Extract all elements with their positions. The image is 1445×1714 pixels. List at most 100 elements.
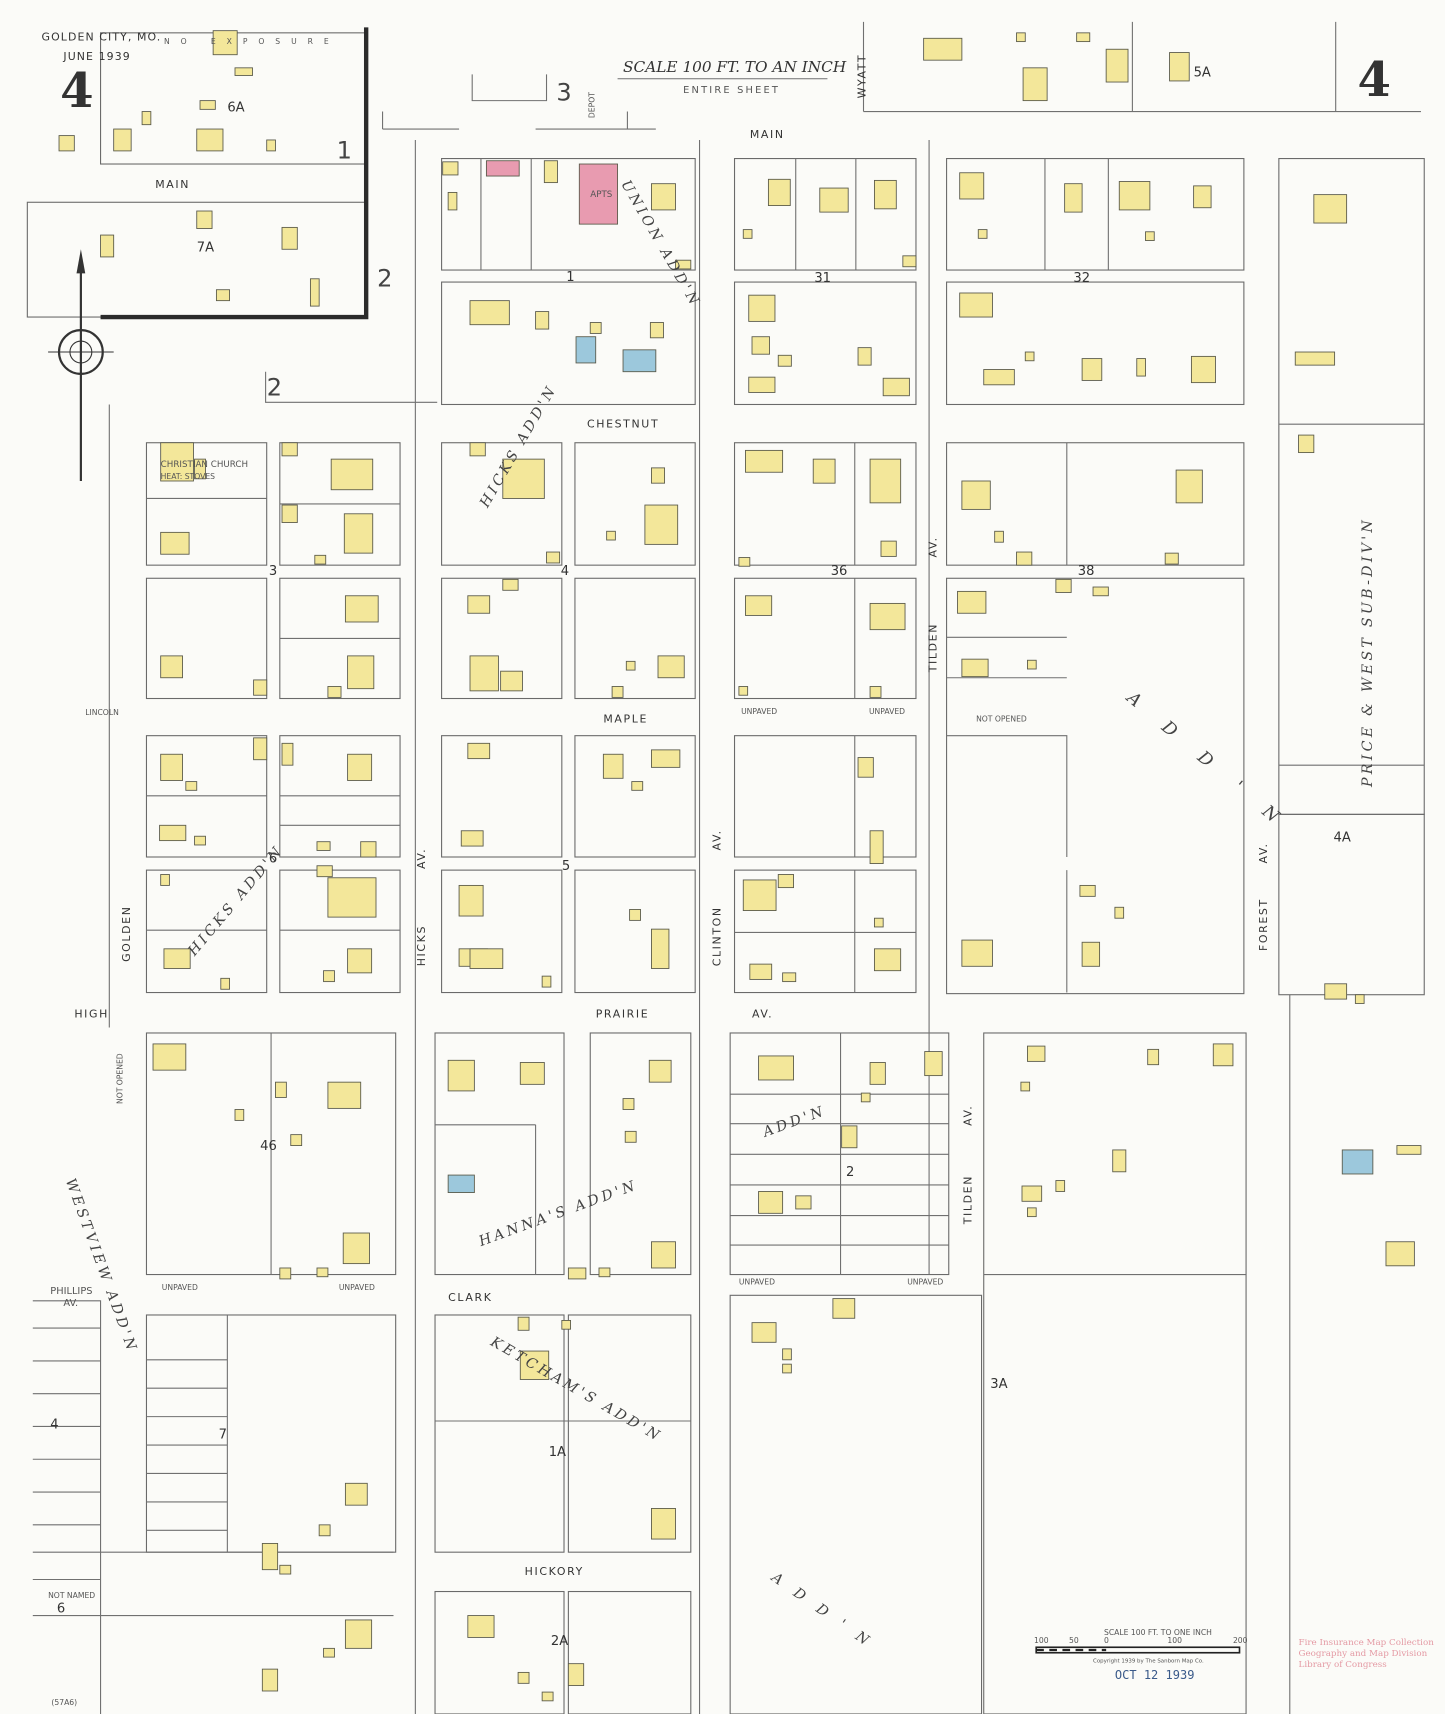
building <box>651 928 670 969</box>
building <box>624 1130 637 1143</box>
building <box>622 1098 635 1110</box>
addition-hanna: HANNA'S ADD'N <box>476 1177 640 1250</box>
building <box>160 531 190 555</box>
building <box>212 30 238 56</box>
block-number: 36 <box>831 564 848 579</box>
building <box>742 879 777 911</box>
lot-line <box>146 442 1068 699</box>
building <box>314 554 327 565</box>
north-arrow-compass-icon <box>48 249 114 481</box>
church-heat-note: HEAT: STOVES <box>161 472 215 481</box>
city-block <box>574 869 696 994</box>
city-block <box>574 577 696 700</box>
building <box>543 160 558 184</box>
building <box>447 191 458 211</box>
street-tilden-south-av: AV. <box>962 1105 975 1126</box>
street-hicks-av: AV. <box>415 848 428 869</box>
building <box>502 578 519 591</box>
city-block <box>733 442 917 566</box>
building <box>160 753 183 781</box>
building <box>442 161 459 176</box>
city-block <box>145 577 268 700</box>
block-number: 3 <box>269 564 277 579</box>
building <box>1076 32 1091 43</box>
building <box>959 292 993 318</box>
block-number: 1 <box>566 270 574 285</box>
building <box>869 686 882 698</box>
building <box>832 1298 856 1319</box>
building <box>782 1348 792 1361</box>
building <box>467 1615 495 1638</box>
city-block <box>1278 813 1425 996</box>
city-block <box>434 1032 565 1276</box>
building <box>323 970 335 983</box>
building <box>290 1134 303 1146</box>
unpaved-note: UNPAVED <box>741 707 777 716</box>
building <box>1079 884 1096 897</box>
scale-bar-title: SCALE 100 FT. TO ONE INCH <box>1104 1628 1212 1637</box>
building <box>1021 1185 1043 1202</box>
building <box>546 551 561 564</box>
building <box>578 163 619 225</box>
building <box>541 975 552 988</box>
building <box>857 757 874 778</box>
building <box>152 1043 187 1071</box>
block-number: 32 <box>1073 271 1090 286</box>
building <box>649 322 664 339</box>
building <box>1027 1207 1037 1218</box>
sheet-ref: 3 <box>556 79 571 107</box>
building <box>517 1671 530 1684</box>
building <box>767 178 791 206</box>
street-wyatt: WYATT <box>856 54 869 99</box>
building <box>327 1081 362 1109</box>
building <box>163 948 191 969</box>
lot-line <box>414 139 1425 1714</box>
building <box>857 347 872 366</box>
building <box>575 336 597 364</box>
building <box>1175 469 1203 504</box>
building <box>1112 1149 1127 1173</box>
not-named-note: NOT NAMED <box>48 1591 95 1600</box>
lot-line <box>270 1032 949 1275</box>
building <box>738 686 749 696</box>
city-block <box>733 869 917 994</box>
sheet-ref: 1 <box>337 137 352 165</box>
building <box>196 210 213 229</box>
street-prairie-av: AV. <box>752 1008 773 1021</box>
lot-line <box>382 21 1421 130</box>
building <box>738 557 751 567</box>
street-golden: GOLDEN <box>120 905 133 961</box>
sheet-ref: 1A <box>549 1445 566 1460</box>
building <box>279 1267 292 1280</box>
sheet-boundary-line <box>100 27 369 320</box>
street-phillips-av: AV. <box>63 1298 78 1309</box>
city-block <box>441 869 563 994</box>
building <box>644 504 679 545</box>
building <box>261 1668 279 1692</box>
unpaved-note: UNPAVED <box>869 707 905 716</box>
building <box>1169 52 1190 82</box>
building <box>1016 551 1033 566</box>
city-block <box>729 1294 983 1714</box>
building <box>1027 659 1037 670</box>
building <box>281 226 298 250</box>
building <box>1064 183 1083 213</box>
building <box>777 354 792 367</box>
building <box>651 1508 676 1540</box>
building <box>957 590 987 614</box>
street-tilden-north: TILDEN <box>927 623 940 673</box>
building <box>281 504 298 523</box>
unpaved-note: UNPAVED <box>162 1283 198 1292</box>
addition-price-west: PRICE & WEST SUB-DIV'N <box>1360 517 1376 788</box>
building <box>651 467 666 484</box>
building <box>651 1241 676 1269</box>
scale-subtitle: ENTIRE SHEET <box>683 85 780 96</box>
building <box>675 259 692 270</box>
building <box>1081 358 1103 381</box>
scale-title: SCALE 100 FT. TO AN INCH <box>623 58 847 76</box>
received-date-stamp: OCT 12 1939 <box>1115 1668 1195 1682</box>
building <box>500 670 523 692</box>
building <box>1385 1241 1415 1267</box>
street-tilden-south: TILDEN <box>962 1175 975 1225</box>
building <box>1055 578 1072 593</box>
